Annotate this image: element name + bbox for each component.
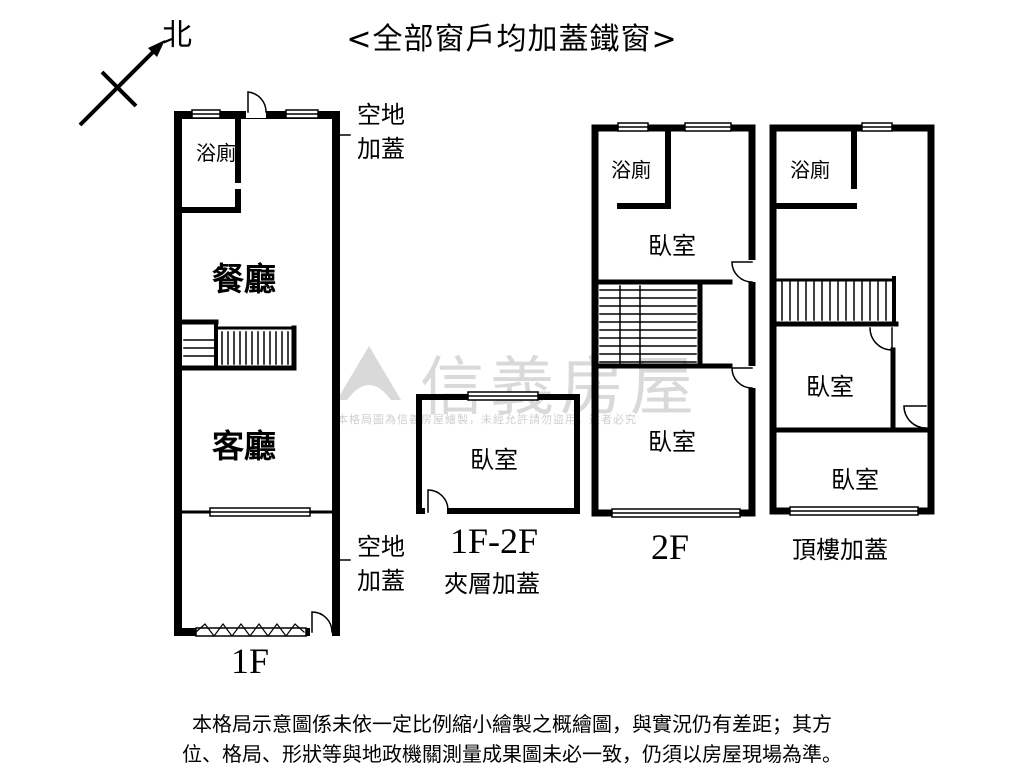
compass-north-label: 北 bbox=[162, 18, 192, 53]
plan-title: <全部窗戶均加蓋鐵窗> bbox=[346, 22, 678, 57]
plan-1f-stairs bbox=[183, 331, 289, 365]
plan-rooftop-stairs bbox=[774, 278, 896, 321]
annex-bottom-label: 空地加蓋 bbox=[357, 533, 405, 595]
plan-mezzanine-walls bbox=[416, 391, 580, 516]
room-roof-bedroom-back: 臥室 bbox=[831, 466, 879, 494]
brand-logo-icon bbox=[337, 346, 401, 400]
floor-label-1f: 1F bbox=[231, 641, 270, 681]
floor-plans bbox=[174, 91, 935, 637]
room-2f-bedroom-back: 臥室 bbox=[648, 428, 696, 456]
room-roof-bath: 浴廁 bbox=[790, 158, 830, 182]
plan-2f-stairs bbox=[599, 285, 697, 365]
room-1f-dining: 餐廳 bbox=[212, 260, 277, 298]
room-1f-bath: 浴廁 bbox=[196, 141, 236, 165]
plan-1f-walls bbox=[174, 111, 340, 636]
room-mezzanine-bedroom: 臥室 bbox=[470, 446, 518, 474]
annex-top-label: 空地加蓋 bbox=[357, 101, 405, 163]
disclaimer-line-2: 位、格局、形狀等與地政機關測量成果圖未必一致，仍須以房屋現場為準。 bbox=[182, 742, 842, 766]
watermark-notice: 本格局圖為信義房屋繪製，未經允許請勿盜用，違者必究 bbox=[337, 413, 637, 426]
plan-rooftop-walls bbox=[769, 124, 935, 515]
floor-sublabel-mezzanine: 夾層加蓋 bbox=[444, 570, 540, 598]
room-2f-bath: 浴廁 bbox=[611, 158, 651, 182]
disclaimer: 本格局示意圖係未依一定比例縮小繪製之概繪圖，與實況仍有差距；其方 位、格局、形狀… bbox=[0, 709, 1024, 769]
disclaimer-line-1: 本格局示意圖係未依一定比例縮小繪製之概繪圖，與實況仍有差距；其方 bbox=[192, 712, 832, 736]
room-1f-living: 客廳 bbox=[212, 427, 277, 465]
floor-label-rooftop: 頂樓加蓋 bbox=[792, 536, 888, 564]
floor-label-2f: 2F bbox=[651, 527, 690, 567]
room-roof-bedroom-mid: 臥室 bbox=[806, 373, 854, 401]
floor-label-mezzanine: 1F-2F bbox=[450, 521, 539, 561]
north-arrow-icon bbox=[78, 40, 165, 127]
watermark-brand: 信義房屋 bbox=[420, 351, 700, 425]
room-2f-bedroom-front: 臥室 bbox=[648, 232, 696, 260]
